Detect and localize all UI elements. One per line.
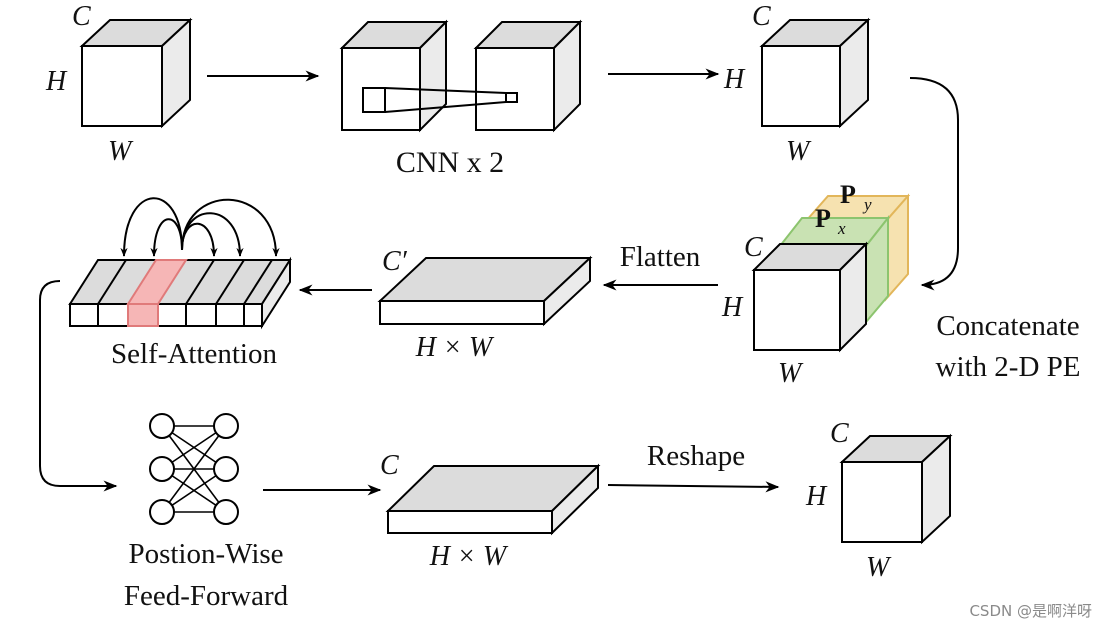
input-cube — [79, 17, 193, 129]
conv-output-pixel — [505, 92, 518, 103]
cube2-w-label: W — [786, 136, 812, 167]
concat-w-label: W — [778, 358, 804, 389]
cube3-w-label: W — [866, 552, 892, 583]
cube1-w-label: W — [108, 136, 134, 167]
cube2-h-label: H — [723, 64, 746, 95]
concat-label-line1: Concatenate — [936, 310, 1079, 342]
cnn-cube-1 — [339, 19, 449, 133]
cube1-c-label: C — [72, 1, 91, 32]
output-slab — [385, 463, 601, 536]
concat-c-label: C — [744, 232, 763, 263]
pe-x-subscript: x — [837, 219, 846, 238]
arrow-to-concat — [909, 77, 959, 291]
conv-projection-top — [384, 87, 507, 94]
conv-kernel — [362, 87, 386, 113]
highlighted-token — [127, 303, 159, 327]
ffn-label-line2: Feed-Forward — [124, 580, 289, 612]
slab1-cprime-label: C′ — [382, 246, 408, 277]
conv-projection-bottom — [384, 101, 507, 113]
concat-label-line2: with 2-D PE — [936, 351, 1081, 383]
flattened-slab — [377, 255, 593, 327]
self-attention-label: Self-Attention — [111, 338, 277, 370]
pe-x-block — [777, 215, 891, 325]
cube3-h-label: H — [805, 481, 828, 512]
cube3-c-label: C — [830, 418, 849, 449]
arrow-to-ffn — [39, 280, 118, 492]
reshape-label: Reshape — [647, 440, 745, 472]
cube2-c-label: C — [752, 1, 771, 32]
concat-feature-cube — [751, 241, 869, 353]
slab1-hw-label: H × W — [415, 332, 495, 363]
watermark: CSDN @是啊洋呀 — [969, 602, 1092, 620]
ffn-network — [149, 413, 239, 525]
cnn-cube-2 — [473, 19, 583, 133]
pe-x-label: P — [815, 204, 831, 233]
cnn-output-cube — [759, 17, 871, 129]
concat-h-label: H — [721, 292, 744, 323]
flatten-label: Flatten — [620, 241, 701, 273]
ffn-label-line1: Postion-Wise — [128, 538, 283, 570]
pe-y-label: P — [840, 180, 856, 209]
attention-arcs — [120, 197, 280, 257]
slab2-c-label: C — [380, 450, 399, 481]
self-attention-block — [68, 256, 292, 330]
cube1-h-label: H — [45, 66, 68, 97]
arrow-reshape — [607, 481, 780, 493]
pe-y-subscript: y — [862, 195, 872, 214]
slab2-hw-label: H × W — [429, 541, 509, 572]
cnn-label: CNN x 2 — [396, 146, 504, 179]
output-cube — [839, 433, 953, 545]
pe-y-block — [803, 193, 911, 302]
